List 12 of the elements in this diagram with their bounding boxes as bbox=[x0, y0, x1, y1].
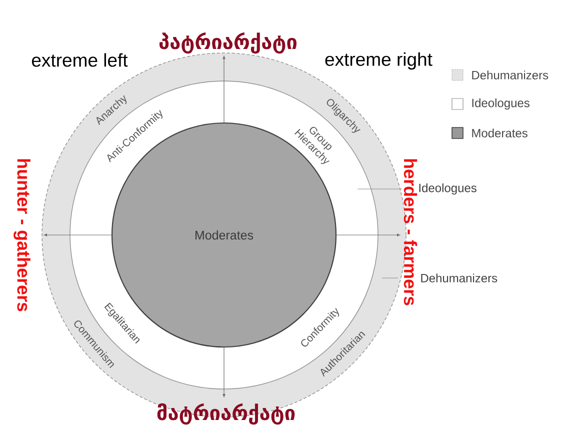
legend-label: Ideologues bbox=[472, 98, 530, 110]
corner-label: extreme right bbox=[325, 52, 432, 70]
axis-label: მატრიარქატი bbox=[157, 403, 295, 425]
legend-label: Dehumanizers bbox=[472, 70, 548, 80]
axis-label: hunter - gatherers bbox=[14, 159, 30, 312]
axis-label: herders - farmers bbox=[404, 159, 418, 306]
callout-label: Dehumanizers bbox=[421, 274, 498, 282]
corner-label: extreme left bbox=[32, 53, 128, 67]
axis-label: პატრიარქატი bbox=[160, 32, 296, 54]
legend-label: Moderates bbox=[472, 128, 528, 138]
callout-label: Ideologues bbox=[419, 183, 476, 195]
leader-line bbox=[357, 188, 402, 190]
